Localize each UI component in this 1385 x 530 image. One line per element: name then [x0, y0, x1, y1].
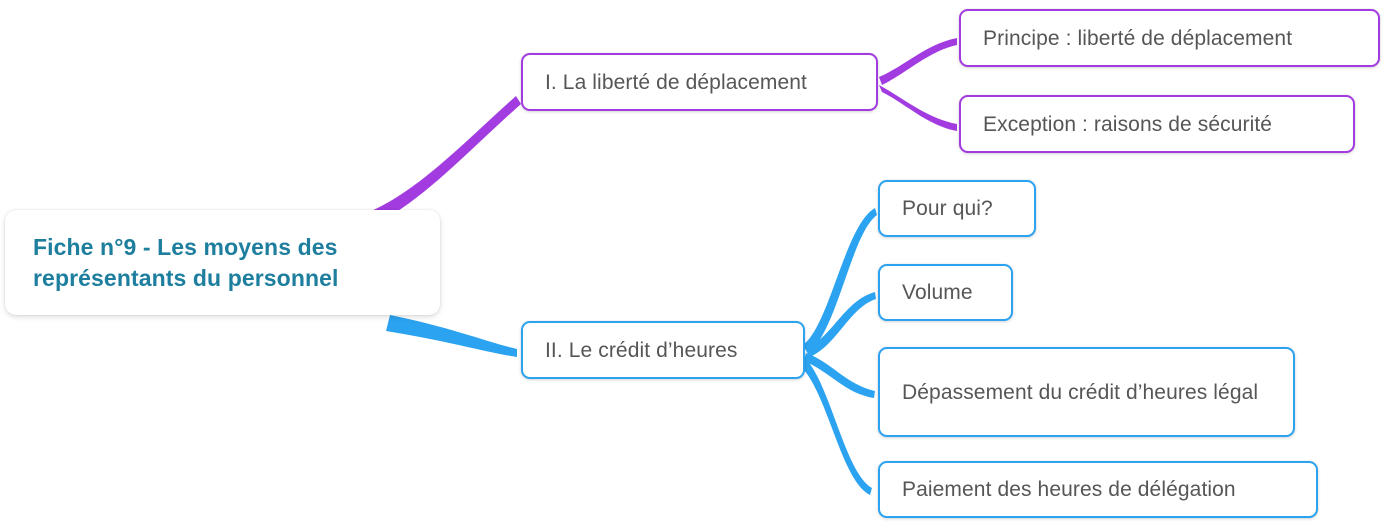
leaf-node-2-4-label: Paiement des heures de délégation — [902, 478, 1236, 501]
leaf-node-2-3[interactable]: Dépassement du crédit d’heures légal — [878, 347, 1295, 437]
leaf-node-2-1-label: Pour qui? — [902, 197, 993, 220]
leaf-node-1-1-label: Principe : liberté de déplacement — [983, 26, 1293, 50]
connector-branch-2-to-leaf-2-3 — [804, 353, 875, 398]
branch-node-2[interactable]: II. Le crédit d’heures — [521, 321, 805, 379]
leaf-node-2-2[interactable]: Volume — [878, 264, 1013, 321]
leaf-node-2-1[interactable]: Pour qui? — [878, 180, 1036, 237]
connector-root-to-branch-2 — [386, 315, 517, 357]
leaf-node-1-1[interactable]: Principe : liberté de déplacement — [959, 9, 1380, 67]
leaf-node-2-4[interactable]: Paiement des heures de délégation — [878, 461, 1318, 518]
connector-branch-1-to-leaf-1-2 — [879, 85, 957, 131]
connector-branch-2-to-leaf-2-1 — [803, 208, 877, 354]
branch-node-2-label: II. Le crédit d’heures — [545, 338, 738, 362]
leaf-node-1-2-label: Exception : raisons de sécurité — [983, 112, 1273, 136]
root-node[interactable]: Fiche n°9 - Les moyens des représentants… — [5, 210, 440, 315]
connector-branch-2-to-leaf-2-2 — [806, 292, 876, 357]
root-node-label: Fiche n°9 - Les moyens des représentants… — [33, 233, 339, 291]
leaf-node-2-3-label: Dépassement du crédit d’heures légal — [902, 380, 1259, 404]
leaf-node-1-2[interactable]: Exception : raisons de sécurité — [959, 95, 1355, 153]
connector-branch-2-to-leaf-2-4 — [798, 356, 872, 495]
connector-branch-1-to-leaf-1-1 — [879, 38, 957, 85]
leaf-node-2-2-label: Volume — [902, 281, 973, 304]
branch-node-1[interactable]: I. La liberté de déplacement — [521, 53, 878, 111]
branch-node-1-label: I. La liberté de déplacement — [545, 70, 807, 94]
